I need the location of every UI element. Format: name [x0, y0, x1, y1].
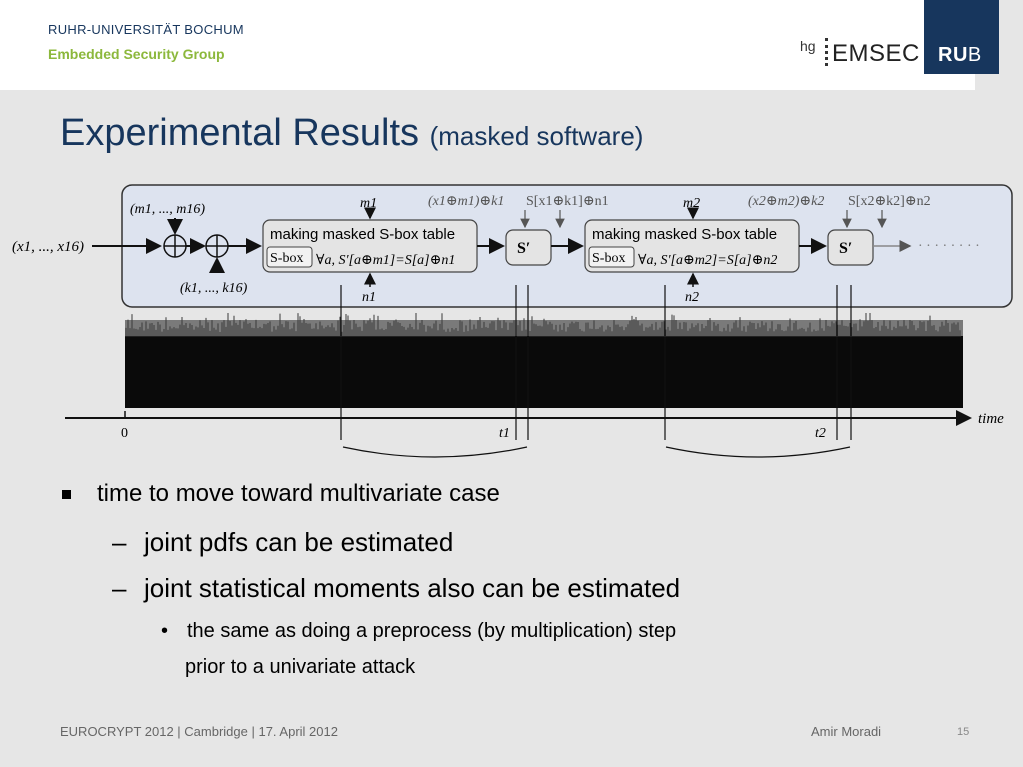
bullet-text-4: the same as doing a preprocess (by multi… — [187, 620, 677, 642]
bullet-text-2: joint pdfs can be estimated — [144, 527, 454, 557]
masked-table-label-1: making masked S-box table — [270, 226, 455, 243]
continuation-dots: · · · · · · · · — [918, 239, 980, 254]
rub-logo-b: B — [967, 44, 982, 66]
sbox-output-2: S[x2⊕k2]⊕n2 — [848, 194, 931, 209]
table-equation-2: ∀a, S′[a⊕m2]=S[a]⊕n2 — [638, 253, 777, 268]
masked-input-2: (x2⊕m2)⊕k2 — [748, 194, 824, 209]
sbox-box-2 — [588, 246, 635, 268]
masked-software-diagram: (x1, ..., x16) (m1, ..., m16) (k1, ..., … — [12, 184, 1013, 458]
slide-title: Experimental Results (masked software) — [60, 112, 643, 155]
footer-event: EUROCRYPT 2012 | Cambridge | 17. April 2… — [60, 724, 338, 739]
bullet-text-5: prior to a univariate attack — [185, 656, 416, 678]
axis-zero-label: 0 — [121, 426, 128, 441]
emsec-logo-dots — [825, 38, 831, 66]
sprime-box-1 — [505, 229, 552, 266]
window-brace-2 — [665, 446, 851, 458]
mask-m1-label: m1 — [360, 196, 377, 211]
key-input-label: (k1, ..., k16) — [180, 281, 248, 296]
rub-logo — [924, 0, 999, 74]
page-number: 15 — [957, 726, 970, 738]
hg-logo-text: hg — [800, 38, 816, 54]
input-label: (x1, ..., x16) — [12, 239, 84, 255]
sprime-label-2: S′ — [839, 240, 852, 257]
rub-logo-ru: RU — [938, 44, 968, 66]
mask-input-label: (m1, ..., m16) — [130, 202, 205, 217]
axis-time-label: time — [978, 411, 1004, 427]
sbox-label-1: S-box — [270, 251, 303, 266]
footer-author: Amir Moradi — [811, 724, 882, 739]
table-equation-1: ∀a, S′[a⊕m1]=S[a]⊕n1 — [316, 253, 455, 268]
masked-table-label-2: making masked S-box table — [592, 226, 777, 243]
sbox-box-1 — [266, 246, 313, 268]
group-name: Embedded Security Group — [48, 46, 225, 62]
axis-t2-label: t2 — [815, 426, 826, 441]
masked-input-1: (x1⊕m1)⊕k1 — [428, 194, 504, 209]
mask-m2-label: m2 — [683, 196, 700, 211]
sprime-label-1: S′ — [517, 240, 530, 257]
university-name: RUHR-UNIVERSITÄT BOCHUM — [48, 22, 244, 37]
dot-bullet-icon: • — [161, 620, 169, 642]
time-window-markers — [340, 285, 852, 440]
sbox-label-2: S-box — [592, 251, 625, 266]
square-bullet-icon — [62, 490, 71, 499]
mask-n2-label: n2 — [685, 290, 699, 305]
dash-bullet-icon: – — [112, 527, 127, 557]
rub-logo-text: RUB — [938, 44, 982, 67]
slide-title-sub: (masked software) — [429, 121, 644, 151]
emsec-logo: EMSEC — [832, 40, 920, 67]
slide-title-main: Experimental Results — [60, 112, 420, 154]
sprime-box-2 — [827, 229, 874, 266]
bullet-text-1: time to move toward multivariate case — [97, 480, 500, 507]
mask-n1-label: n1 — [362, 290, 376, 305]
window-brace-1 — [342, 446, 528, 458]
bullet-text-3: joint statistical moments also can be es… — [144, 573, 681, 603]
axis-t1-label: t1 — [499, 426, 510, 441]
dash-bullet-icon: – — [112, 573, 127, 603]
header-bar — [0, 0, 975, 90]
power-trace — [125, 313, 963, 408]
sbox-output-1: S[x1⊕k1]⊕n1 — [526, 194, 609, 209]
